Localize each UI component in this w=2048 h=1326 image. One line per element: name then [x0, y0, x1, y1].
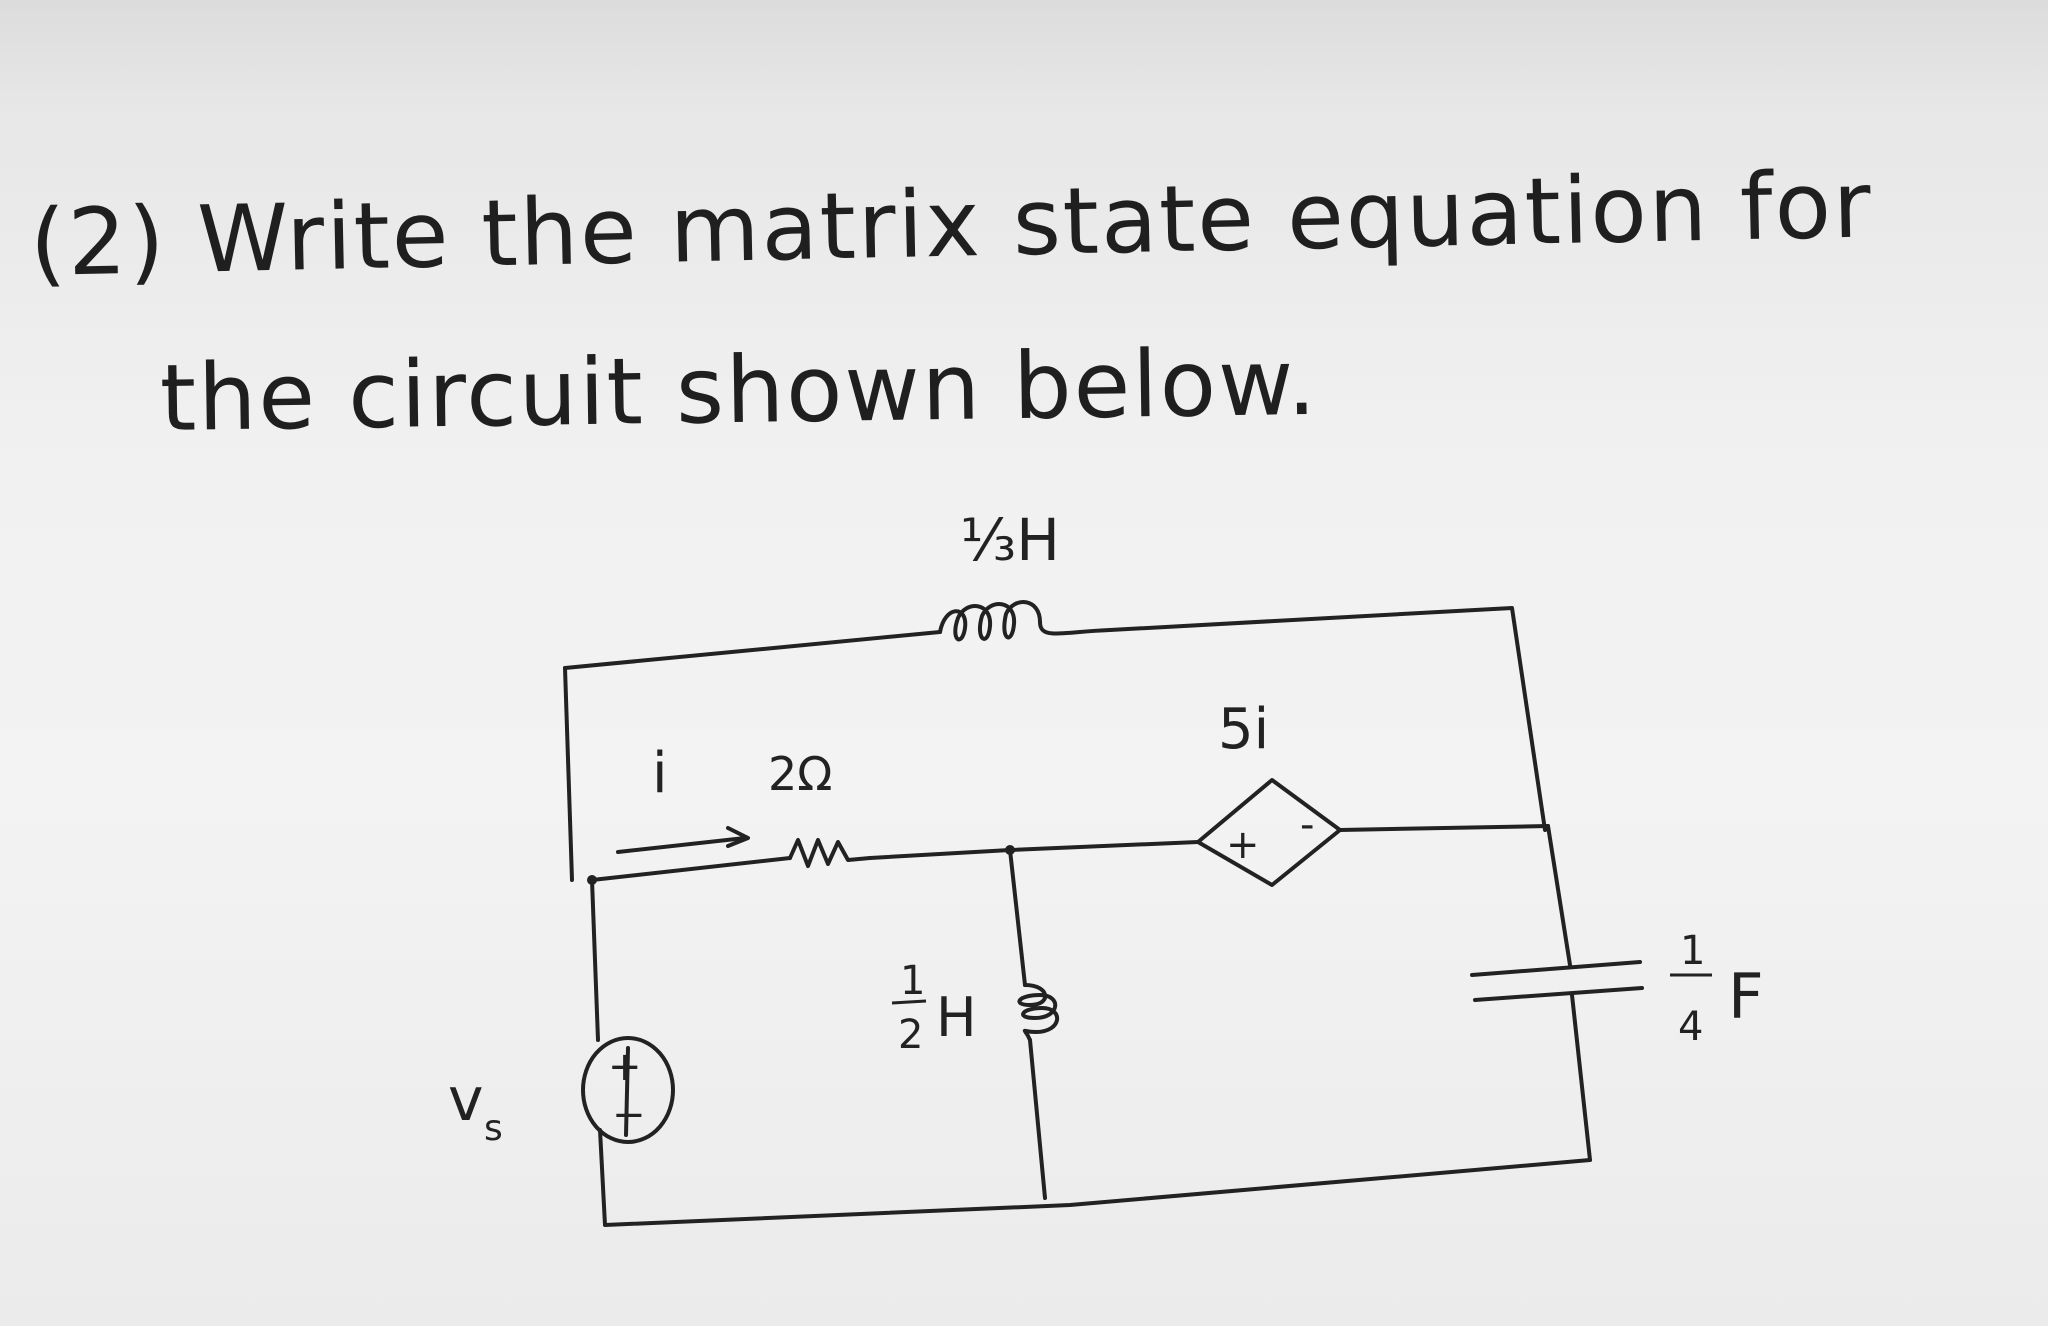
left-node-dot [587, 875, 597, 885]
current-label: i [652, 741, 668, 806]
left-lower-wire [590, 878, 600, 1042]
dependent-voltage-source [1196, 778, 1342, 887]
dependent-source-label: 5i [1218, 697, 1269, 762]
dep-source-to-right-wire [1338, 824, 1550, 832]
source-subscript: s [484, 1108, 503, 1149]
capacitor-plate-bottom [1473, 986, 1644, 1002]
dependent-source-plus: + [1226, 822, 1260, 868]
independent-voltage-source [581, 1036, 675, 1144]
top-inductor-label: ⅓H [960, 506, 1060, 574]
capacitor-unit: F [1728, 960, 1764, 1033]
resistor-2-ohm [788, 838, 872, 868]
capacitor-lower-wire [1570, 993, 1592, 1162]
top-left-wire [563, 630, 942, 670]
source-label: v [448, 1065, 484, 1135]
middle-inductor-fraction-bar [891, 999, 927, 1005]
capacitor-upper-wire [1546, 824, 1572, 967]
top-inductor-coil [938, 600, 1112, 642]
middle-inductor-upper-wire [1008, 848, 1027, 987]
middle-inductor-lower-wire [1028, 1038, 1047, 1200]
left-to-source-wire [598, 1128, 1592, 1227]
capacitor-plate-top [1470, 960, 1642, 977]
top-right-wire [1108, 606, 1547, 832]
middle-branch-wire-left [590, 856, 792, 882]
middle-inductor-numerator: 1 [900, 958, 925, 1004]
dependent-source-minus: - [1300, 802, 1314, 848]
source-minus: − [612, 1092, 646, 1138]
middle-branch-wire-right [868, 848, 1012, 860]
current-arrow-head [726, 826, 750, 848]
middle-inductor-unit: H [936, 986, 977, 1049]
middle-inductor-coil [1017, 983, 1060, 1042]
capacitor-denominator: 4 [1678, 1004, 1703, 1050]
middle-inductor-denominator: 2 [898, 1012, 923, 1058]
left-upper-wire [563, 666, 574, 882]
current-arrow [616, 836, 747, 854]
resistor-label: 2Ω [768, 747, 832, 801]
source-vertical-bar [624, 1046, 630, 1137]
source-plus: + [608, 1044, 642, 1090]
capacitor-numerator: 1 [1680, 928, 1705, 974]
node-to-dep-source-wire [1008, 840, 1200, 852]
